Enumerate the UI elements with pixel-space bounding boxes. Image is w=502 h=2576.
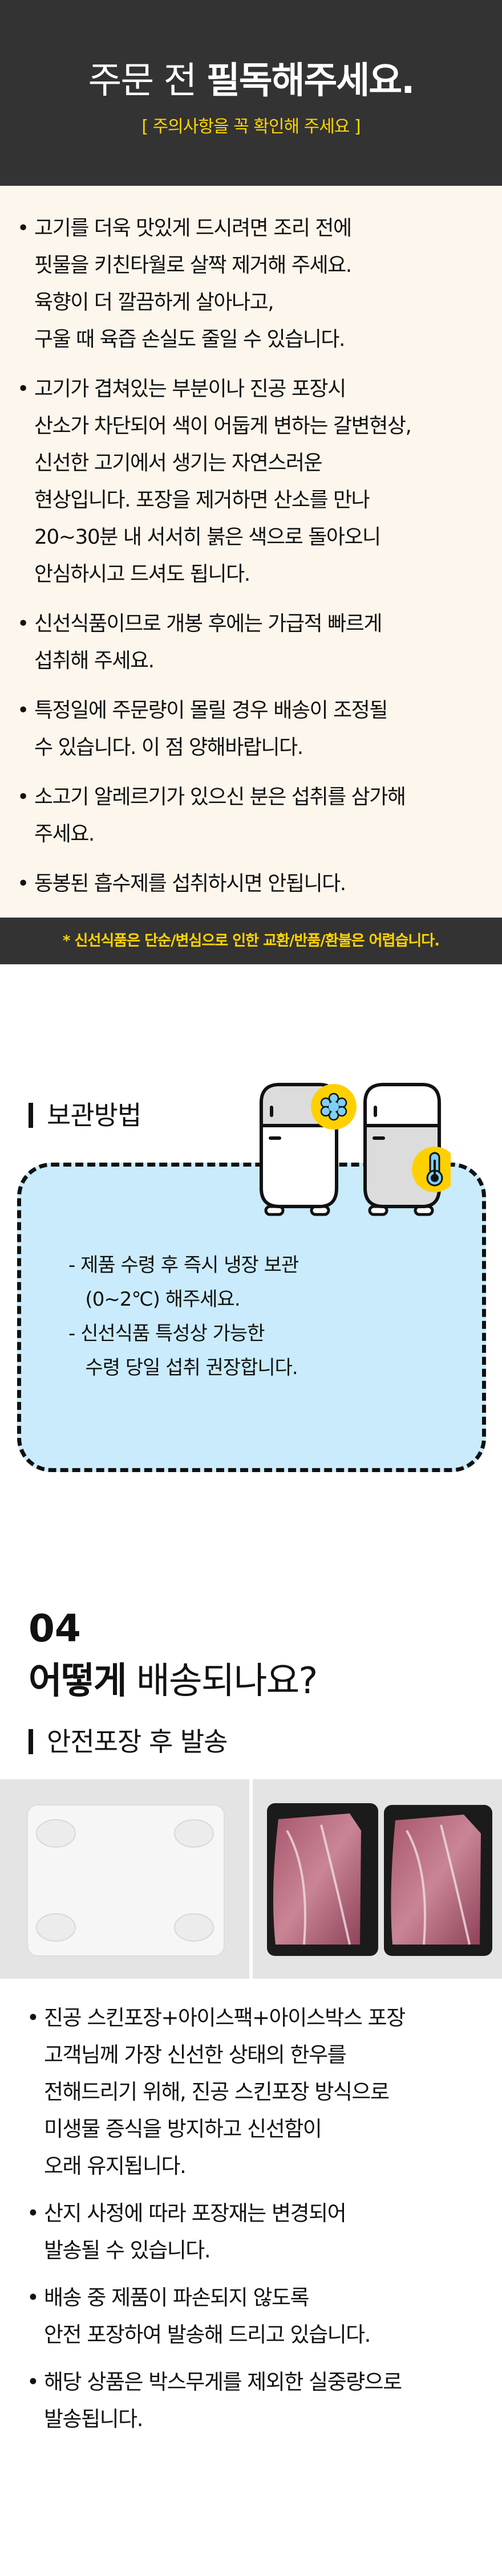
list-item-line: 소고기 알레르기가 있으신 분은 섭취를 삼가해 (34, 785, 406, 809)
list-item-line: 배송 중 제품이 파손되지 않도록 (44, 2285, 310, 2310)
list-item-line: 미생물 증식을 방지하고 신선함이 (44, 2117, 322, 2141)
bullet-icon: • (17, 699, 29, 722)
list-item-line: 특정일에 주문량이 몰릴 경우 배송이 조정될 (34, 699, 388, 722)
list-item-line: 전해드리기 위해, 진공 스킨포장 방식으로 (44, 2080, 390, 2104)
bullet-icon: • (17, 612, 29, 635)
bullet-icon: • (17, 785, 29, 809)
list-item-line: 주세요. (34, 822, 95, 846)
list-item-line: 현상입니다. 포장을 제거하면 산소를 만나 (34, 488, 370, 512)
list-item-line: 신선식품이므로 개봉 후에는 가급적 빠르게 (34, 612, 382, 635)
vacuum-packed-beef-photo (253, 1779, 502, 1979)
list-item-line: 20~30분 내 서서히 붉은 색으로 돌아오니 (34, 525, 381, 549)
list-item-line: 발송됩니다. (44, 2407, 143, 2431)
freezer-fridge-icon (260, 1083, 338, 1216)
bullet-icon: • (17, 377, 29, 401)
storage-line: 수령 당일 섭취 권장합니다. (68, 1356, 298, 1379)
bullet-icon: • (27, 2370, 39, 2394)
title-light: 주문 전 (88, 60, 207, 102)
storage-line: (0~2℃) 해주세요. (68, 1288, 240, 1311)
storage-line: - 제품 수령 후 즉시 냉장 보관 (68, 1254, 299, 1277)
notice-section (0, 186, 502, 918)
shipping-title: 어떻게 배송되나요? (29, 1660, 318, 1703)
list-item-line: 구울 때 육즙 손실도 줄일 수 있습니다. (34, 328, 345, 351)
bullet-icon: • (27, 2201, 39, 2226)
shipping-title-bold: 어떻게 (29, 1660, 127, 1702)
list-item-line: 오래 유지됩니다. (44, 2154, 187, 2178)
fridge-illustration (260, 1083, 451, 1216)
list-item-line: 산소가 차단되어 색이 어둡게 변하는 갈변현상, (34, 414, 412, 438)
storage-line: - 신선식품 특성상 가능한 (68, 1322, 265, 1345)
list-item-line: 동봉된 흡수제를 섭취하시면 안됩니다. (34, 872, 346, 895)
list-item-line: 산지 사정에 따라 포장재는 변경되어 (44, 2201, 347, 2226)
list-item-line: 안심하시고 드셔도 됩니다. (34, 563, 250, 586)
list-item-line: 고기가 겹쳐있는 부분이나 진공 포장시 (34, 377, 346, 401)
storage-heading-text: 보관방법 (47, 1100, 141, 1131)
thermometer-icon (412, 1147, 451, 1192)
storage-instructions: - 제품 수령 후 즉시 냉장 보관 (0~2℃) 해주세요. - 신선식품 특… (68, 1248, 299, 1385)
list-item-line: 고기를 더욱 맛있게 드시려면 조리 전에 (34, 217, 352, 240)
list-item-line: 발송될 수 있습니다. (44, 2238, 211, 2263)
page-title: 주문 전 필독해주세요. (0, 62, 502, 100)
list-item-line: 수 있습니다. 이 점 양해바랍니다. (34, 736, 303, 759)
bullet-icon: • (27, 2285, 39, 2310)
bullet-icon: • (27, 2006, 39, 2030)
list-item: •동봉된 흡수제를 섭취하시면 안됩니다. (17, 865, 502, 902)
bullet-icon: • (17, 217, 29, 240)
refund-warning: * 신선식품은 단순/변심으로 인한 교환/반품/환불은 어렵습니다. (0, 918, 502, 964)
beef-trays-image (267, 1803, 492, 1956)
icebox-lid-image (27, 1804, 225, 1957)
section-number: 04 (29, 1607, 81, 1650)
list-item-line: 섭취해 주세요. (34, 649, 155, 672)
shipping-subheading-text: 안전포장 후 발송 (47, 1726, 228, 1757)
bullet-icon: • (17, 872, 29, 895)
list-item-line: 신선한 고기에서 생기는 자연스러운 (34, 451, 323, 475)
heading-bar (29, 1103, 33, 1128)
icebox-photo (0, 1779, 249, 1979)
heading-bar (29, 1729, 33, 1754)
header-banner (0, 0, 502, 186)
list-item-line: 고객님께 가장 신선한 상태의 한우를 (44, 2043, 347, 2067)
list-item-line: 해당 상품은 박스무게를 제외한 실중량으로 (44, 2370, 402, 2394)
list-item-line: 안전 포장하여 발송해 드리고 있습니다. (44, 2322, 371, 2347)
list-item-line: 핏물을 키친타월로 살짝 제거해 주세요. (34, 254, 352, 277)
shipping-subheading: 안전포장 후 발송 (29, 1726, 228, 1758)
page-subtitle: [ 주의사항을 꼭 확인해 주세요 ] (141, 117, 361, 137)
storage-heading: 보관방법 (29, 1099, 141, 1131)
title-bold: 필독해주세요. (206, 60, 415, 102)
list-item-line: 육향이 더 깔끔하게 살아나고, (34, 291, 274, 314)
snowflake-icon (311, 1084, 357, 1130)
list-item-line: 진공 스킨포장+아이스팩+아이스박스 포장 (44, 2006, 406, 2030)
shipping-title-light: 배송되나요? (126, 1660, 318, 1702)
storage-box (17, 1163, 486, 1472)
